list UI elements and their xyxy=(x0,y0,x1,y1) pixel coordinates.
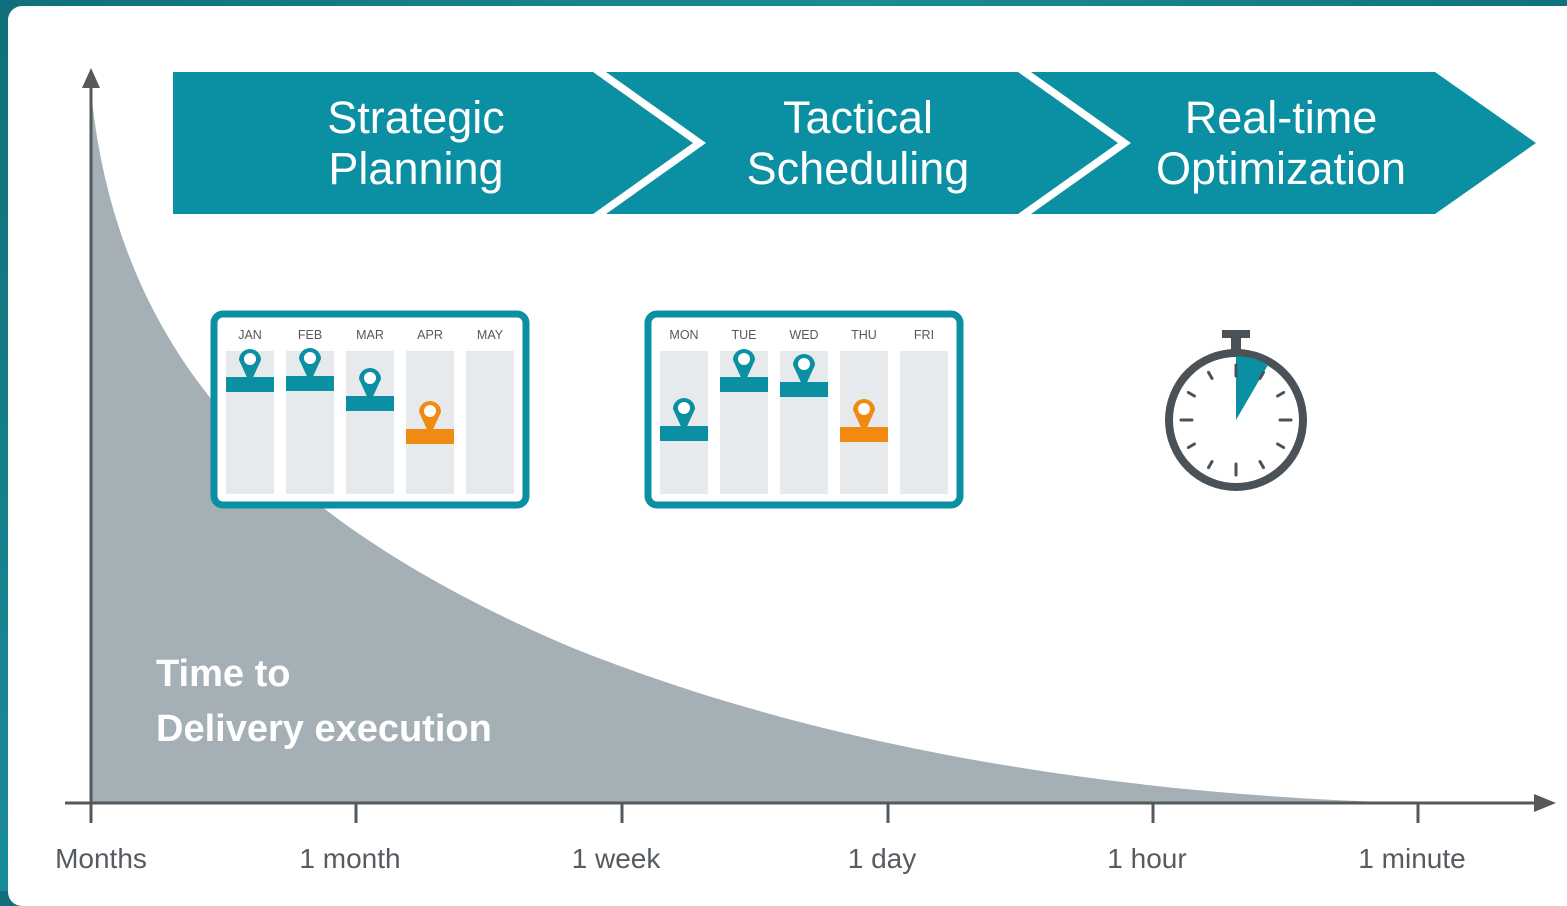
stage-arrow-strategic xyxy=(173,72,693,214)
x-axis-tick-label: 1 day xyxy=(848,843,917,874)
x-axis-tick-label: 1 minute xyxy=(1358,843,1465,874)
diagram: Months 1 month 1 week 1 day 1 hour 1 minute S… xyxy=(55,68,1556,874)
calendar-column-label: JAN xyxy=(238,328,262,342)
stage-1-title-line1: Strategic xyxy=(327,92,505,143)
calendar-column-label: MON xyxy=(669,328,698,342)
calendar-marker-bar xyxy=(406,429,454,444)
calendar-column-label: MAY xyxy=(477,328,504,342)
stage-3-title-line1: Real-time xyxy=(1185,92,1378,143)
stage-arrow-tactical xyxy=(606,72,1118,214)
curve-label-line2: Delivery execution xyxy=(156,708,492,750)
calendar-column-label: TUE xyxy=(732,328,757,342)
stopwatch-tick xyxy=(1276,391,1286,398)
calendar-marker-bar xyxy=(840,427,888,442)
stage-1-title-line2: Planning xyxy=(328,143,503,194)
calendar-marker-bar xyxy=(226,377,274,392)
monthly-calendar: JAN FEB MAR APR MAY xyxy=(210,310,530,509)
calendar-column-label: FEB xyxy=(298,328,322,342)
stage-arrow-realtime xyxy=(1031,72,1536,214)
stopwatch-tick xyxy=(1258,460,1265,470)
y-axis xyxy=(82,68,100,803)
stopwatch-tick xyxy=(1186,442,1196,449)
map-pin-icon xyxy=(793,354,815,389)
map-pin-icon xyxy=(359,368,381,403)
stopwatch-tick xyxy=(1258,370,1265,380)
calendar-column xyxy=(900,351,948,494)
calendar-column-label: THU xyxy=(851,328,877,342)
map-pin-icon xyxy=(853,399,875,434)
stopwatch-tick xyxy=(1276,442,1286,449)
stopwatch-tick xyxy=(1207,460,1214,470)
x-axis-tick-label: 1 week xyxy=(572,843,662,874)
x-axis-tick-label: 1 hour xyxy=(1107,843,1186,874)
stopwatch-tick xyxy=(1186,391,1196,398)
stopwatch-tick xyxy=(1207,370,1214,380)
calendar-marker-bar xyxy=(346,396,394,411)
map-pin-icon xyxy=(733,349,755,384)
stage-2-title-line2: Scheduling xyxy=(747,143,970,194)
calendar-column-label: FRI xyxy=(914,328,934,342)
calendar-column-label: WED xyxy=(789,328,818,342)
map-pin-icon xyxy=(673,398,695,433)
weekly-calendar: MON TUE WED THU FRI xyxy=(644,310,964,509)
calendar-marker-bar xyxy=(286,376,334,391)
x-axis: Months 1 month 1 week 1 day 1 hour 1 minute xyxy=(55,794,1556,874)
decay-curve-area xyxy=(91,91,1418,803)
x-axis-tick-label: Months xyxy=(55,843,147,874)
calendar-marker-bar xyxy=(780,382,828,397)
calendar-column xyxy=(466,351,514,494)
map-pin-icon xyxy=(299,348,321,383)
stopwatch-icon xyxy=(1165,330,1307,491)
diagram-card: Months 1 month 1 week 1 day 1 hour 1 minute S… xyxy=(8,6,1567,906)
x-axis-tick-label: 1 month xyxy=(299,843,400,874)
calendar-marker-bar xyxy=(720,377,768,392)
stage-banner: Strategic Planning Tactical Scheduling R… xyxy=(173,72,1536,214)
stage-3-title-line2: Optimization xyxy=(1156,143,1406,194)
calendar-column-label: MAR xyxy=(356,328,384,342)
map-pin-icon xyxy=(419,401,441,436)
calendar-column-label: APR xyxy=(417,328,443,342)
stage-2-title-line1: Tactical xyxy=(783,92,933,143)
calendar-marker-bar xyxy=(660,426,708,441)
map-pin-icon xyxy=(239,349,261,384)
curve-label-line1: Time to xyxy=(156,653,290,695)
